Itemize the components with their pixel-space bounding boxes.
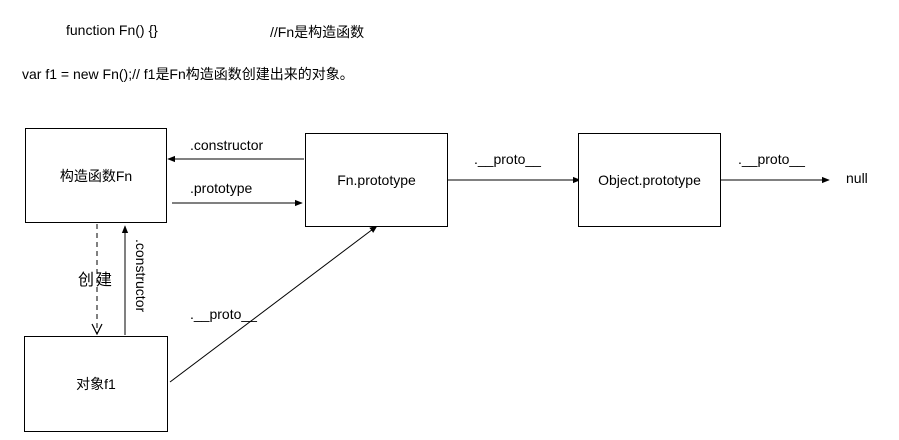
node-object-f1: 对象f1: [24, 336, 168, 432]
label-constructor-vertical: .constructor: [133, 239, 149, 313]
node-constructor-fn: 构造函数Fn: [25, 128, 167, 223]
label-constructor-top: .constructor: [190, 137, 264, 153]
function-comment: //Fn是构造函数: [270, 24, 365, 40]
function-declaration: function Fn() {}: [66, 22, 158, 38]
node-null: null: [846, 170, 868, 186]
label-prototype: .prototype: [190, 180, 253, 196]
label-proto-fn-to-object: .__proto__: [474, 151, 541, 167]
instance-creation-line: var f1 = new Fn();// f1是Fn构造函数创建出来的对象。: [22, 66, 354, 82]
node-fn-prototype: Fn.prototype: [305, 133, 448, 227]
node-object-prototype: Object.prototype: [578, 133, 721, 227]
edge-proto-f1: [169, 225, 378, 383]
label-proto-f1: .__proto__: [190, 306, 257, 322]
label-create: 创建: [78, 272, 115, 289]
label-proto-object-to-null: .__proto__: [738, 151, 805, 167]
